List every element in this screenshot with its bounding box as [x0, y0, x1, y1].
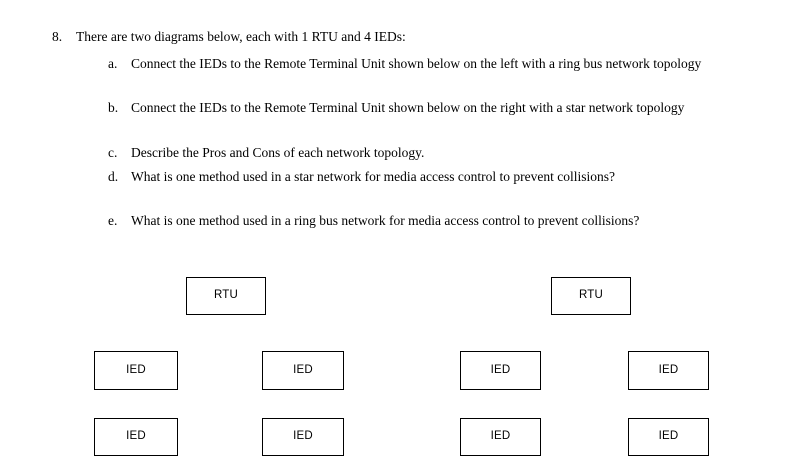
- left-diagram-rtu-box: RTU: [186, 277, 266, 315]
- right-diagram-rtu-box: RTU: [551, 277, 631, 315]
- right-diagram-ied-label-2: IED: [658, 363, 679, 376]
- subitem-marker-e: e.: [108, 213, 118, 228]
- right-diagram-ied-box-4: IED: [628, 418, 709, 456]
- left-diagram-ied-box-2: IED: [262, 351, 344, 390]
- subitem-marker-b: b.: [108, 100, 119, 115]
- left-diagram-ied-box-4: IED: [262, 418, 344, 456]
- subitem-text-d: What is one method used in a star networ…: [131, 169, 615, 184]
- right-diagram-ied-box-1: IED: [460, 351, 541, 390]
- left-diagram-ied-box-3: IED: [94, 418, 178, 456]
- question-prompt: There are two diagrams below, each with …: [76, 29, 406, 44]
- left-diagram-ied-label-4: IED: [293, 430, 313, 443]
- right-diagram-ied-label-4: IED: [658, 430, 679, 443]
- question-number: 8.: [52, 29, 63, 44]
- subitem-text-e: What is one method used in a ring bus ne…: [131, 213, 640, 228]
- subitem-marker-d: d.: [108, 169, 119, 184]
- left-diagram-rtu-label: RTU: [213, 289, 239, 302]
- right-diagram-ied-box-3: IED: [460, 418, 541, 456]
- subitem-text-c: Describe the Pros and Cons of each netwo…: [131, 145, 425, 160]
- right-diagram-ied-box-2: IED: [628, 351, 709, 390]
- right-diagram-rtu-label: RTU: [578, 289, 604, 302]
- left-diagram-ied-label-2: IED: [293, 363, 313, 376]
- subitem-marker-a: a.: [108, 56, 118, 71]
- left-diagram-ied-label-1: IED: [126, 363, 146, 376]
- left-diagram-ied-label-3: IED: [126, 430, 146, 443]
- subitem-text-a: Connect the IEDs to the Remote Terminal …: [131, 56, 702, 71]
- subitem-text-b: Connect the IEDs to the Remote Terminal …: [131, 100, 685, 115]
- left-diagram-ied-box-1: IED: [94, 351, 178, 390]
- right-diagram-ied-label-3: IED: [490, 430, 511, 443]
- right-diagram-ied-label-1: IED: [490, 363, 511, 376]
- subitem-marker-c: c.: [108, 145, 118, 160]
